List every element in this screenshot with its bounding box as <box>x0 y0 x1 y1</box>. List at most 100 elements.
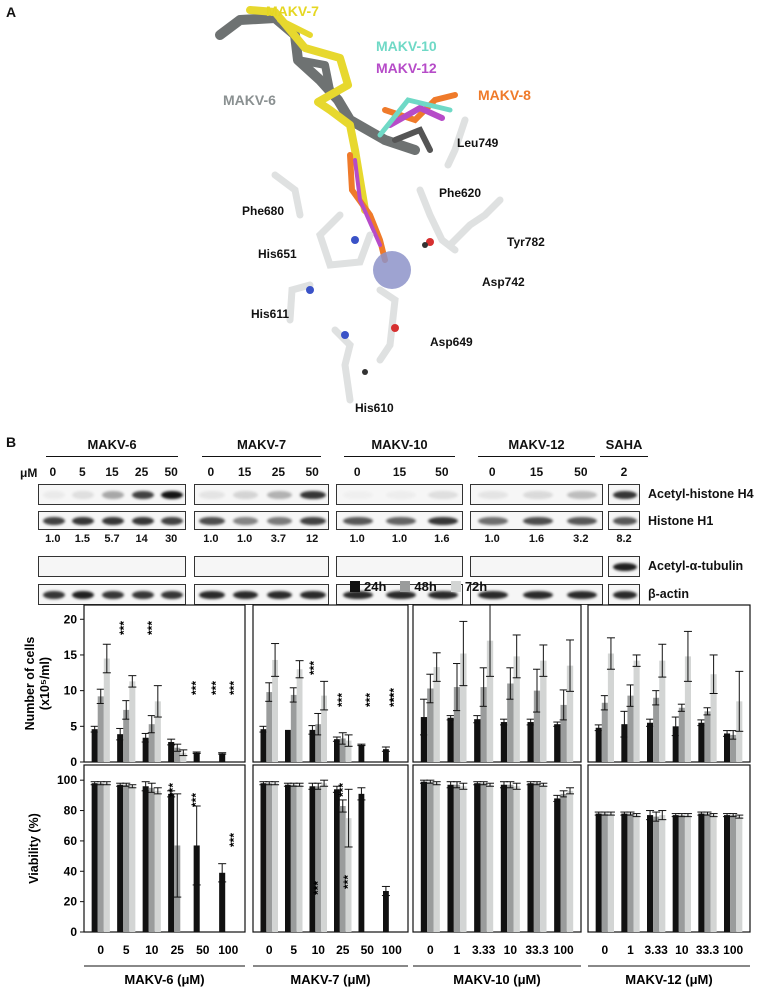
band-ratio: 30 <box>165 533 178 545</box>
bar-24h <box>285 729 291 762</box>
blot-strip <box>470 556 603 577</box>
bar-24h <box>334 739 340 762</box>
blot-group-title: MAKV-6 <box>87 437 137 452</box>
protein-band <box>161 591 184 599</box>
bar-24h <box>698 813 705 932</box>
y-tick-label: 20 <box>64 612 78 626</box>
panel-a-letter: A <box>6 4 17 20</box>
bar-72h <box>296 669 303 762</box>
bar-24h <box>554 724 561 762</box>
bar-48h <box>174 747 181 762</box>
legend-item: 72h <box>450 578 487 596</box>
dose-label: 25 <box>271 465 286 479</box>
y-axis-label-line: (x10⁵/ml) <box>38 657 52 710</box>
bar-24h <box>420 717 428 762</box>
bar-48h <box>480 783 487 932</box>
bar-24h <box>383 749 389 762</box>
significance-stars: *** <box>145 621 159 635</box>
x-tick-label: 50 <box>361 943 375 957</box>
blot-strip <box>194 584 329 605</box>
band-ratio: 5.7 <box>104 533 120 545</box>
bar-48h <box>148 787 155 932</box>
y-tick-label: 60 <box>64 834 78 848</box>
bar-24h <box>595 813 602 932</box>
blot-strip <box>194 556 329 577</box>
band-ratio: 1.0 <box>349 533 365 545</box>
protein-band <box>199 517 225 525</box>
legend-swatch <box>400 581 411 592</box>
bar-24h <box>285 784 291 932</box>
bar-72h <box>433 783 440 932</box>
significance-stars: *** <box>387 693 401 707</box>
bar-24h <box>527 783 534 932</box>
bar-72h <box>486 640 494 762</box>
bar-72h <box>345 818 352 932</box>
residue-heteroatoms <box>306 236 434 375</box>
protein-band <box>566 591 597 599</box>
blot-strip <box>470 484 603 505</box>
bar-72h <box>633 815 640 932</box>
bar-24h <box>193 752 200 762</box>
bar-48h <box>533 690 541 762</box>
significance-stars: *** <box>307 661 321 675</box>
bar-72h <box>659 815 666 932</box>
bar-48h <box>730 815 737 932</box>
protein-band <box>131 517 154 525</box>
bar-48h <box>427 688 434 762</box>
bar-72h <box>180 752 187 762</box>
residue-label: His610 <box>355 401 394 415</box>
bar-48h <box>730 734 737 762</box>
legend-swatch <box>450 581 461 592</box>
x-axis-label: MAKV-10 (μM) <box>453 972 540 987</box>
bar-24h <box>698 722 705 762</box>
x-tick-label: 10 <box>145 943 159 957</box>
y-tick-label: 0 <box>70 755 77 769</box>
x-tick-label: 0 <box>266 943 273 957</box>
band-ratio: 3.2 <box>573 533 589 545</box>
bar-48h <box>339 738 346 762</box>
bar-72h <box>736 816 743 932</box>
bar-24h <box>383 891 389 932</box>
dose-label: 0 <box>488 465 496 479</box>
bar-48h <box>453 687 461 762</box>
blot-strip <box>608 556 640 577</box>
protein-band <box>566 517 597 525</box>
bar-72h <box>433 667 440 762</box>
dose-label: 0 <box>49 465 57 479</box>
blot-strip <box>608 511 640 530</box>
x-tick-label: 1 <box>627 943 634 957</box>
panel-b-letter: B <box>6 434 17 450</box>
blot-group-title: SAHA <box>605 437 643 452</box>
dose-label: 50 <box>574 465 588 479</box>
bar-72h <box>607 813 614 932</box>
bar-24h <box>420 781 428 932</box>
bar-24h <box>219 872 226 932</box>
y-axis-label: Viability (%) <box>27 813 41 884</box>
x-tick-label: 3.33 <box>472 943 496 957</box>
bar-48h <box>123 709 130 762</box>
x-tick-label: 25 <box>171 943 185 957</box>
protein-band <box>478 491 509 499</box>
bar-72h <box>633 660 640 762</box>
bar-24h <box>309 786 316 932</box>
bar-72h <box>460 653 467 762</box>
significance-stars: *** <box>189 681 203 695</box>
protein-band <box>613 563 637 571</box>
compound-label-makv-8: MAKV-8 <box>478 87 531 103</box>
bar-48h <box>601 702 608 762</box>
blot-group-title: MAKV-7 <box>236 437 287 452</box>
x-tick-label: 25 <box>336 943 350 957</box>
bar-24h <box>168 742 175 762</box>
y-tick-label: 5 <box>70 719 77 733</box>
dose-label: 15 <box>105 465 119 479</box>
protein-band <box>300 517 326 525</box>
bar-24h <box>91 729 98 762</box>
dose-label: 15 <box>392 465 407 479</box>
protein-band <box>161 491 184 499</box>
x-tick-label: 100 <box>382 943 402 957</box>
bar-24h <box>724 733 731 762</box>
bar-48h <box>560 704 567 762</box>
y-tick-label: 40 <box>64 864 78 878</box>
bar-48h <box>315 786 322 932</box>
bar-24h <box>358 793 365 932</box>
